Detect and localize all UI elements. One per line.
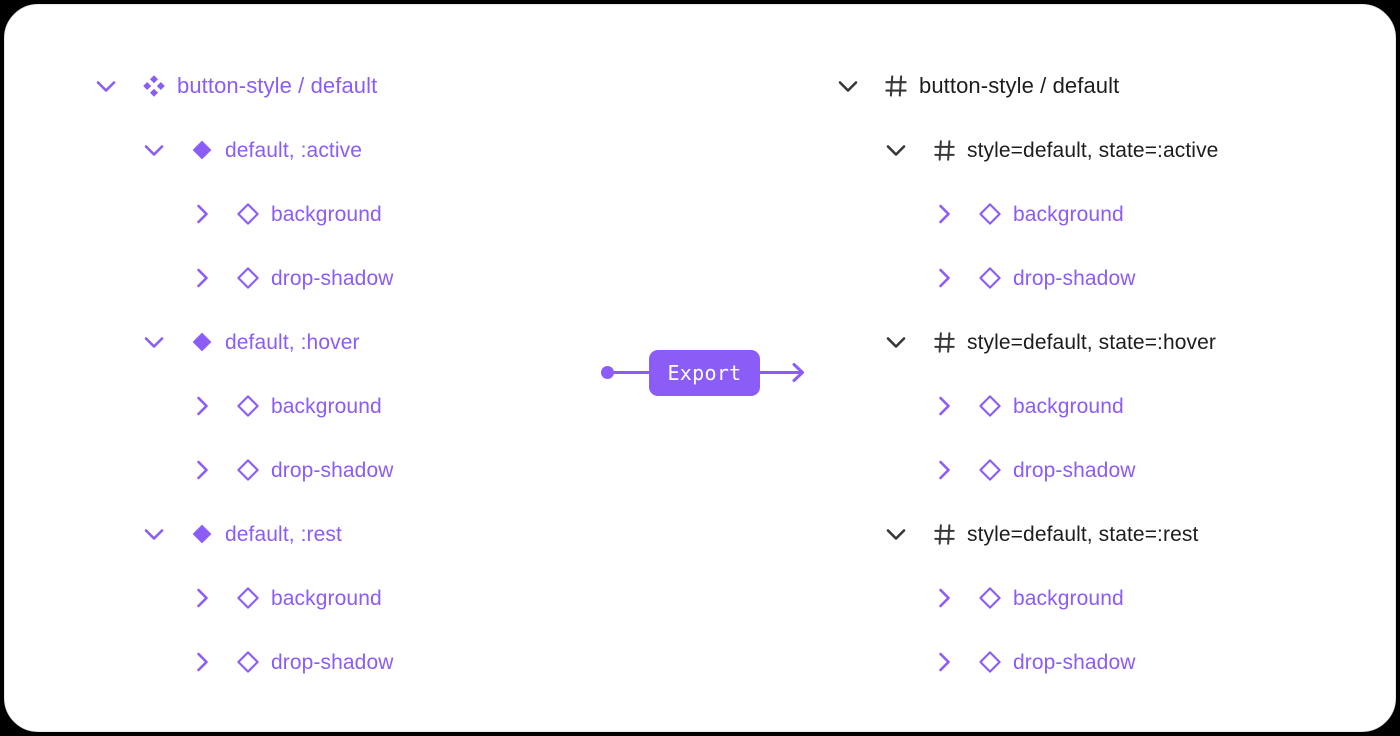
tree-row-label: style=default, state=:active: [967, 138, 1219, 162]
frame-icon: [929, 139, 959, 162]
tree-row-right-hover-background[interactable]: background: [931, 386, 1124, 426]
instance-icon: [975, 586, 1005, 610]
tree-row-right-variant-rest[interactable]: style=default, state=:rest: [883, 514, 1198, 554]
tree-row-left-variant-active[interactable]: default, :active: [141, 130, 362, 170]
tree-row-left-hover-drop-shadow[interactable]: drop-shadow: [189, 450, 394, 490]
instance-icon: [233, 394, 263, 418]
component-set-icon: [139, 75, 169, 97]
chevron-right-icon[interactable]: [189, 265, 215, 291]
tree-row-right-active-background[interactable]: background: [931, 194, 1124, 234]
exported-layer-tree: button-style / default style=default, sta…: [805, 5, 1395, 731]
tree-row-label: background: [271, 394, 382, 418]
tree-row-right-rest-background[interactable]: background: [931, 578, 1124, 618]
chevron-down-icon[interactable]: [883, 521, 909, 547]
instance-icon: [975, 650, 1005, 674]
tree-row-left-rest-background[interactable]: background: [189, 578, 382, 618]
chevron-right-icon[interactable]: [189, 393, 215, 419]
chevron-right-icon[interactable]: [931, 393, 957, 419]
connector-line-left: [612, 371, 651, 374]
tree-row-label: background: [271, 586, 382, 610]
instance-icon: [975, 266, 1005, 290]
chevron-right-icon[interactable]: [189, 585, 215, 611]
chevron-right-icon[interactable]: [931, 265, 957, 291]
tree-row-label: drop-shadow: [271, 650, 394, 674]
instance-icon: [975, 394, 1005, 418]
tree-row-label: drop-shadow: [271, 458, 394, 482]
chevron-right-icon[interactable]: [189, 201, 215, 227]
instance-icon: [233, 458, 263, 482]
tree-row-left-variant-hover[interactable]: default, :hover: [141, 322, 360, 362]
tree-row-label: button-style / default: [177, 73, 378, 98]
chevron-down-icon[interactable]: [141, 329, 167, 355]
tree-row-label: default, :active: [225, 138, 363, 162]
export-button-label: Export: [667, 361, 742, 385]
component-icon: [187, 523, 217, 545]
tree-row-label: default, :rest: [225, 522, 342, 546]
chevron-right-icon[interactable]: [189, 649, 215, 675]
tree-row-label: default, :hover: [225, 330, 360, 354]
component-icon: [187, 331, 217, 353]
tree-row-label: background: [271, 202, 382, 226]
tree-row-right-rest-drop-shadow[interactable]: drop-shadow: [931, 642, 1136, 682]
chevron-down-icon[interactable]: [883, 137, 909, 163]
tree-row-right-variant-hover[interactable]: style=default, state=:hover: [883, 322, 1216, 362]
export-connector: Export: [601, 350, 811, 396]
instance-icon: [975, 202, 1005, 226]
tree-row-left-active-background[interactable]: background: [189, 194, 382, 234]
tree-row-right-active-drop-shadow[interactable]: drop-shadow: [931, 258, 1136, 298]
tree-row-label: background: [1013, 394, 1124, 418]
tree-row-label: drop-shadow: [1013, 266, 1136, 290]
instance-icon: [975, 458, 1005, 482]
chevron-down-icon[interactable]: [93, 73, 119, 99]
tree-row-right-hover-drop-shadow[interactable]: drop-shadow: [931, 450, 1136, 490]
connector-line-right: [758, 371, 796, 374]
chevron-right-icon[interactable]: [931, 201, 957, 227]
chevron-down-icon[interactable]: [141, 521, 167, 547]
chevron-right-icon[interactable]: [189, 457, 215, 483]
source-layer-tree: button-style / default default, :active ba…: [5, 5, 605, 731]
tree-row-left-hover-background[interactable]: background: [189, 386, 382, 426]
tree-row-right-variant-active[interactable]: style=default, state=:active: [883, 130, 1218, 170]
instance-icon: [233, 202, 263, 226]
instance-icon: [233, 586, 263, 610]
connector-start-dot: [601, 366, 614, 379]
tree-row-right-root[interactable]: button-style / default: [835, 66, 1119, 106]
instance-icon: [233, 266, 263, 290]
chevron-right-icon[interactable]: [931, 649, 957, 675]
tree-row-label: style=default, state=:rest: [967, 522, 1199, 546]
frame-icon: [929, 523, 959, 546]
tree-row-label: background: [1013, 202, 1124, 226]
component-icon: [187, 139, 217, 161]
tree-row-left-variant-rest[interactable]: default, :rest: [141, 514, 342, 554]
tree-row-label: button-style / default: [919, 73, 1120, 98]
instance-icon: [233, 650, 263, 674]
tree-row-left-rest-drop-shadow[interactable]: drop-shadow: [189, 642, 394, 682]
export-button[interactable]: Export: [649, 350, 760, 396]
chevron-down-icon[interactable]: [883, 329, 909, 355]
tree-row-label: style=default, state=:hover: [967, 330, 1217, 354]
arrow-right-icon: [784, 360, 806, 385]
chevron-right-icon[interactable]: [931, 457, 957, 483]
frame-icon: [881, 74, 911, 98]
tree-row-left-root[interactable]: button-style / default: [93, 66, 377, 106]
chevron-down-icon[interactable]: [835, 73, 861, 99]
canvas-card: button-style / default default, :active ba…: [4, 4, 1396, 732]
frame-icon: [929, 331, 959, 354]
chevron-down-icon[interactable]: [141, 137, 167, 163]
tree-row-label: drop-shadow: [271, 266, 394, 290]
tree-row-label: background: [1013, 586, 1124, 610]
chevron-right-icon[interactable]: [931, 585, 957, 611]
tree-row-label: drop-shadow: [1013, 458, 1136, 482]
tree-row-left-active-drop-shadow[interactable]: drop-shadow: [189, 258, 394, 298]
tree-row-label: drop-shadow: [1013, 650, 1136, 674]
